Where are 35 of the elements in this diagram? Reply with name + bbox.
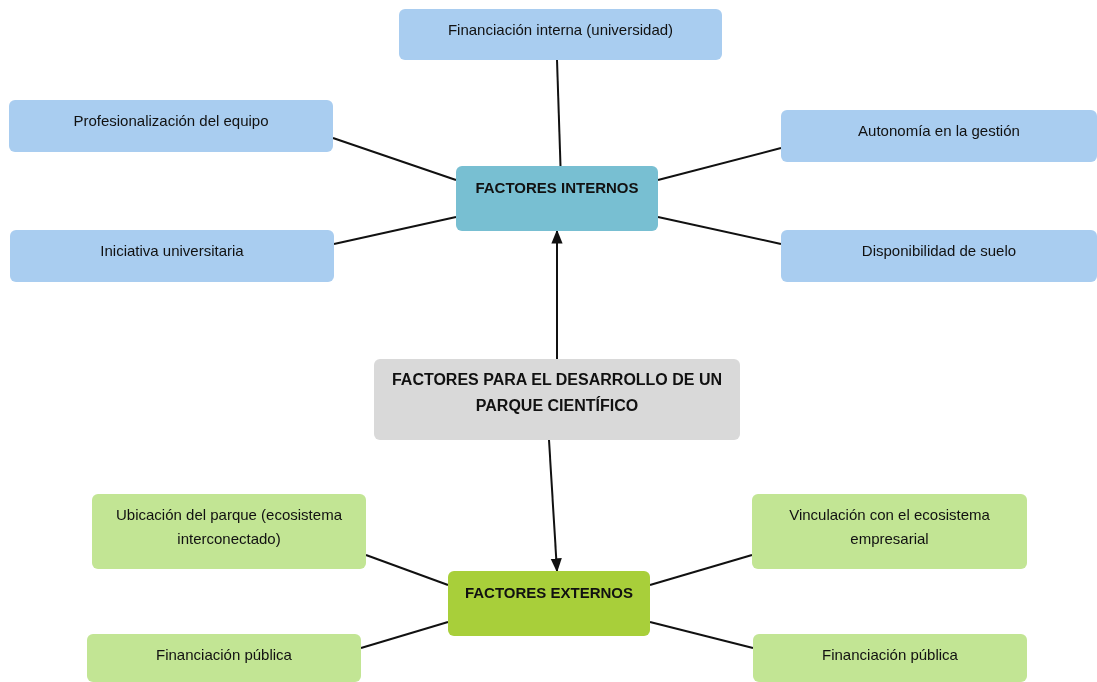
connector-line <box>332 137 457 181</box>
node-label: Autonomía en la gestión <box>858 121 1020 141</box>
factor-box <box>87 634 361 682</box>
connector-line <box>556 59 562 167</box>
category-box <box>448 571 650 636</box>
central-topic-box <box>374 359 740 440</box>
factor-box <box>92 494 366 569</box>
node-label: Financiación pública <box>156 645 292 665</box>
connector-line <box>657 147 782 181</box>
node-label: FACTORES PARA EL DESARROLLO DE UN PARQUE CIENTÍFICO <box>390 370 724 416</box>
node-label: Vinculación con el ecosistema empresarial <box>788 505 991 549</box>
connector-line <box>649 554 753 586</box>
connector-line <box>333 216 457 245</box>
node-label: FACTORES EXTERNOS <box>464 583 634 603</box>
category-box <box>456 166 658 231</box>
factor-box <box>781 110 1097 162</box>
connector-line <box>365 554 449 586</box>
node-label: Iniciativa universitaria <box>100 241 244 261</box>
factor-box <box>399 9 722 60</box>
factor-box <box>10 230 334 282</box>
factor-box <box>753 634 1027 682</box>
node-label: Financiación interna (universidad) <box>447 20 674 40</box>
arrow <box>551 229 563 360</box>
factor-box <box>9 100 333 152</box>
node-label: FACTORES INTERNOS <box>475 178 639 198</box>
node-label: Profesionalización del equipo <box>73 111 269 131</box>
factor-box <box>781 230 1097 282</box>
node-label: Ubicación del parque (ecosistema interconectado) <box>115 505 343 549</box>
factor-box <box>752 494 1027 569</box>
node-label: Disponibilidad de suelo <box>861 241 1017 261</box>
connector-line <box>360 621 449 649</box>
arrow <box>548 439 562 573</box>
node-label: Financiación pública <box>822 645 958 665</box>
connector-line <box>657 216 782 245</box>
connector-line <box>649 621 754 649</box>
